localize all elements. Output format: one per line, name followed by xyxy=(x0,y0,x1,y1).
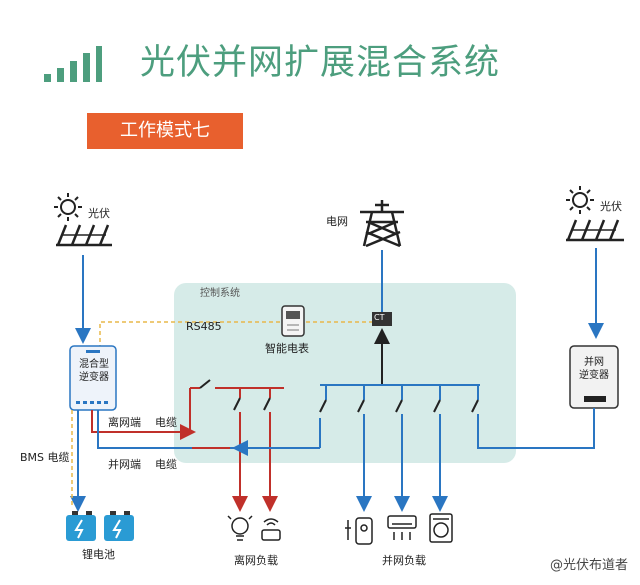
router-icon xyxy=(261,518,281,541)
pv-right-icon xyxy=(566,186,624,242)
pv-left-icon xyxy=(54,193,112,247)
ct-box xyxy=(372,312,392,326)
ct-label: CT xyxy=(374,313,385,322)
ongrid-port-label: 并网端 xyxy=(108,458,141,471)
air-conditioner-icon xyxy=(387,515,417,540)
mode-badge: 工作模式七 xyxy=(87,113,243,149)
rs485-label: RS485 xyxy=(186,320,222,333)
offgrid-cable-label: 电缆 xyxy=(155,416,177,429)
offgrid-port-label: 离网端 xyxy=(108,416,141,429)
offgrid-load-label: 离网负载 xyxy=(234,554,278,567)
watermark: @光伏布道者 xyxy=(549,558,628,573)
grid-inverter-icon xyxy=(569,345,619,409)
ongrid-load-label: 并网负载 xyxy=(382,554,426,567)
signal-bars-icon xyxy=(44,46,102,82)
bms-cable-label: BMS 电缆 xyxy=(20,451,70,464)
grid-tower-icon xyxy=(360,200,404,248)
washing-machine-icon xyxy=(429,513,453,543)
page-title: 光伏并网扩展混合系统 xyxy=(140,43,501,83)
control-system-label: 控制系统 xyxy=(200,288,240,299)
water-heater-icon xyxy=(345,517,373,545)
pv-left-label: 光伏 xyxy=(88,207,110,220)
pv-right-label: 光伏 xyxy=(600,200,622,213)
ongrid-cable-label: 电缆 xyxy=(155,458,177,471)
lightbulb-icon xyxy=(227,515,253,541)
battery-label: 锂电池 xyxy=(82,548,115,561)
control-system-box xyxy=(174,283,516,463)
smart-meter-icon xyxy=(281,305,305,337)
smart-meter-label: 智能电表 xyxy=(265,342,309,355)
grid-label: 电网 xyxy=(326,215,348,228)
battery-icon xyxy=(66,511,134,541)
hybrid-inverter-label: 混合型 逆变器 xyxy=(79,359,109,383)
grid-inverter-label: 并网 逆变器 xyxy=(579,357,609,381)
